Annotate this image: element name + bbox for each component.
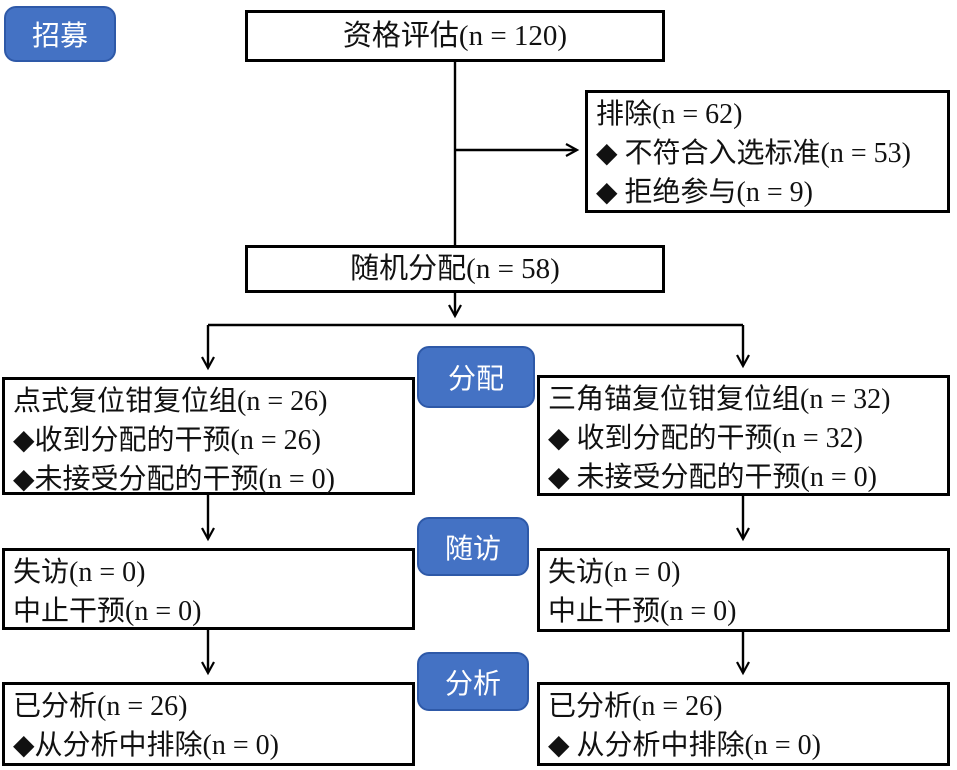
left-group-box: 点式复位钳复位组(n = 26) ◆收到分配的干预(n = 26) ◆未接受分配… xyxy=(2,377,415,495)
stage-badge-allocation: 分配 xyxy=(417,346,535,408)
left-analysis-excluded: ◆从分析中排除(n = 0) xyxy=(13,730,279,761)
stage-badge-followup: 随访 xyxy=(417,517,529,576)
eligibility-text: 资格评估(n = 120) xyxy=(342,19,568,52)
exclusion-title: 排除(n = 62) xyxy=(596,99,743,130)
exclusion-item-not-eligible: ◆ 不符合入选标准(n = 53) xyxy=(596,138,911,169)
right-followup-box: 失访(n = 0) 中止干预(n = 0) xyxy=(537,548,950,632)
left-followup-lost: 失访(n = 0) xyxy=(13,557,146,588)
left-followup-discontinued: 中止干预(n = 0) xyxy=(13,596,202,627)
right-analysis-excluded: ◆ 从分析中排除(n = 0) xyxy=(548,730,821,761)
right-analysis-analyzed: 已分析(n = 26) xyxy=(548,691,723,722)
right-group-title: 三角锚复位钳复位组(n = 32) xyxy=(548,384,891,415)
randomized-text: 随机分配(n = 58) xyxy=(350,252,560,285)
right-group-not-received: ◆ 未接受分配的干预(n = 0) xyxy=(548,462,877,493)
stage-badge-analysis: 分析 xyxy=(417,652,529,711)
left-analysis-box: 已分析(n = 26) ◆从分析中排除(n = 0) xyxy=(2,682,415,766)
right-followup-lost: 失访(n = 0) xyxy=(548,557,681,588)
left-followup-box: 失访(n = 0) 中止干预(n = 0) xyxy=(2,548,415,630)
eligibility-box: 资格评估(n = 120) xyxy=(245,10,665,62)
right-group-box: 三角锚复位钳复位组(n = 32) ◆ 收到分配的干预(n = 32) ◆ 未接… xyxy=(537,375,950,496)
stage-badge-recruitment: 招募 xyxy=(4,6,116,62)
left-group-title: 点式复位钳复位组(n = 26) xyxy=(13,386,328,417)
right-group-received: ◆ 收到分配的干预(n = 32) xyxy=(548,423,863,454)
exclusion-box: 排除(n = 62) ◆ 不符合入选标准(n = 53) ◆ 拒绝参与(n = … xyxy=(585,90,950,213)
exclusion-item-refused: ◆ 拒绝参与(n = 9) xyxy=(596,177,813,208)
right-analysis-box: 已分析(n = 26) ◆ 从分析中排除(n = 0) xyxy=(537,682,950,766)
left-analysis-analyzed: 已分析(n = 26) xyxy=(13,691,188,722)
randomized-box: 随机分配(n = 58) xyxy=(245,245,665,293)
left-group-not-received: ◆未接受分配的干预(n = 0) xyxy=(13,464,335,495)
left-group-received: ◆收到分配的干预(n = 26) xyxy=(13,425,321,456)
right-followup-discontinued: 中止干预(n = 0) xyxy=(548,596,737,627)
